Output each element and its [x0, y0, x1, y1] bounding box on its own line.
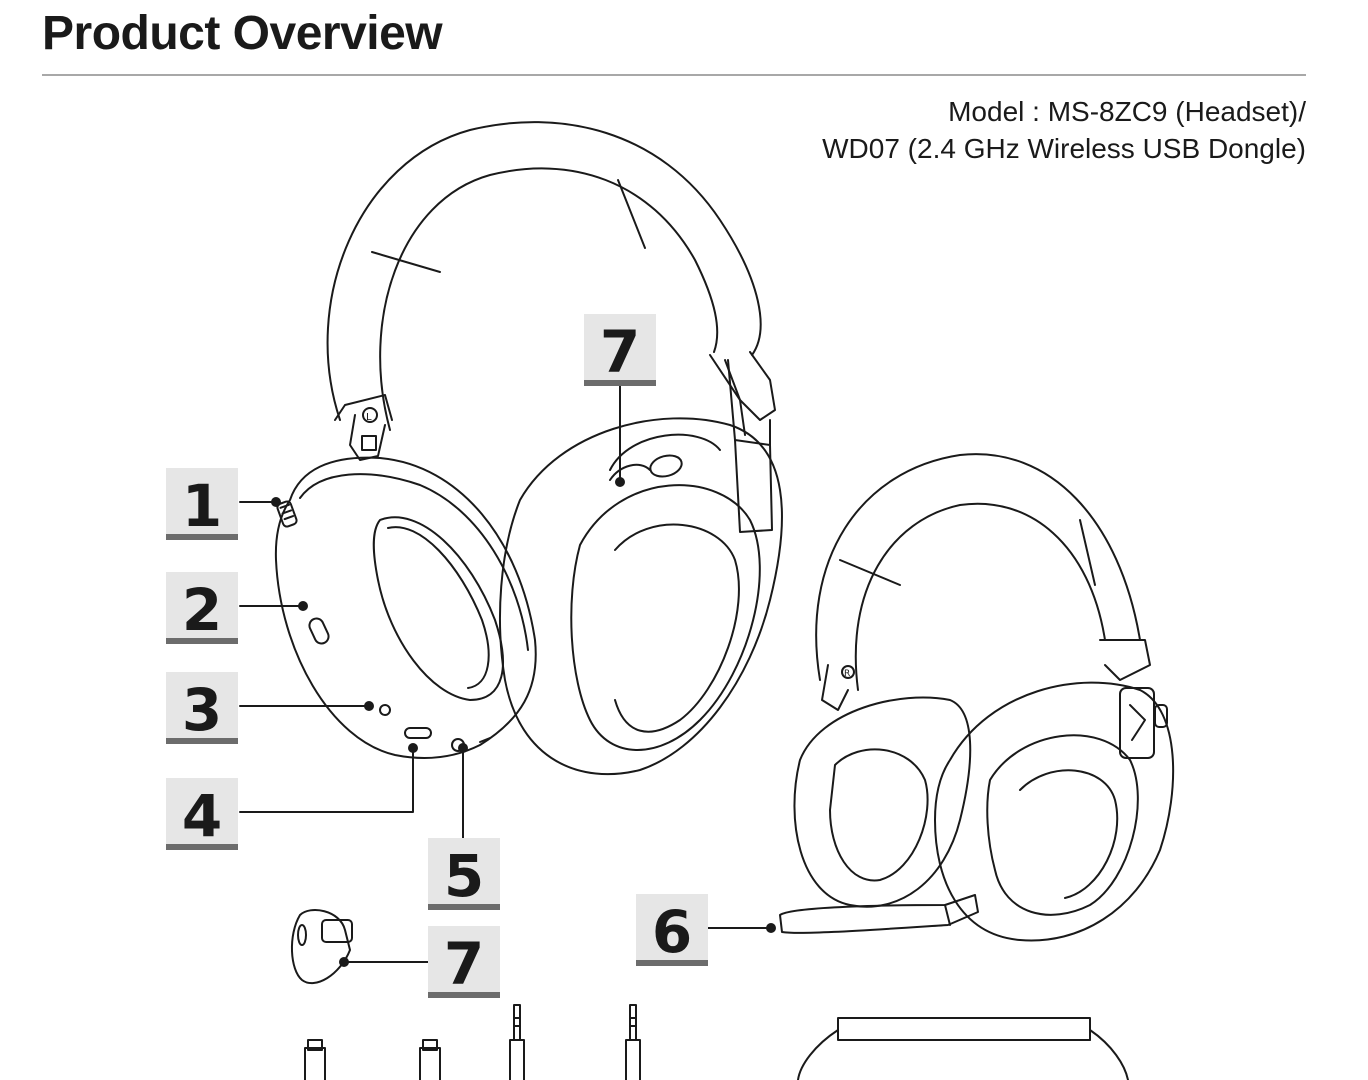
callout-5: 5 — [428, 838, 500, 910]
callout-4-label: 4 — [182, 782, 222, 850]
boom-microphone — [780, 895, 978, 933]
carrying-pouch — [798, 1018, 1128, 1080]
usb-c-port-icon — [405, 728, 431, 738]
cables — [305, 1005, 640, 1080]
leader-lines — [240, 384, 770, 962]
leader-dot-1 — [271, 497, 281, 507]
callout-6: 6 — [636, 894, 708, 966]
callout-6-label: 6 — [652, 898, 692, 966]
callout-7b-label: 7 — [444, 930, 484, 998]
leader-dot-3 — [364, 701, 374, 711]
large-headset-left-earcup — [276, 458, 536, 758]
callout-1-label: 1 — [182, 472, 222, 540]
callout-7-dongle: 7 — [428, 926, 500, 998]
large-headset-left-controls — [276, 500, 490, 751]
large-headset-headband — [328, 122, 775, 435]
callout-4: 4 — [166, 778, 238, 850]
leader-dot-2 — [298, 601, 308, 611]
callout-2: 2 — [166, 572, 238, 644]
callout-3: 3 — [166, 672, 238, 744]
usb-dongle — [292, 910, 352, 983]
large-headset-right-earcup — [500, 418, 782, 774]
callout-3-label: 3 — [182, 676, 222, 744]
callout-2-label: 2 — [182, 576, 222, 644]
power-button-icon — [307, 616, 331, 645]
right-marking: R — [844, 669, 850, 679]
leader-dot-7a — [615, 477, 625, 487]
large-headset-left-yoke: L — [350, 408, 385, 460]
leader-dot-7b — [339, 957, 349, 967]
leader-dot-4 — [408, 743, 418, 753]
callout-7-headset: 7 — [584, 314, 656, 386]
left-marking: L — [366, 412, 372, 423]
callout-7a-label: 7 — [600, 318, 640, 386]
callout-5-label: 5 — [444, 842, 484, 910]
leader-dot-6 — [766, 923, 776, 933]
small-volume-dial-icon — [1155, 705, 1167, 727]
callout-1: 1 — [166, 468, 238, 540]
mic-mute-button-icon — [380, 705, 390, 715]
small-headset: R — [780, 454, 1173, 940]
leader-dot-5 — [458, 743, 468, 753]
msi-logo-plate — [1120, 688, 1154, 758]
